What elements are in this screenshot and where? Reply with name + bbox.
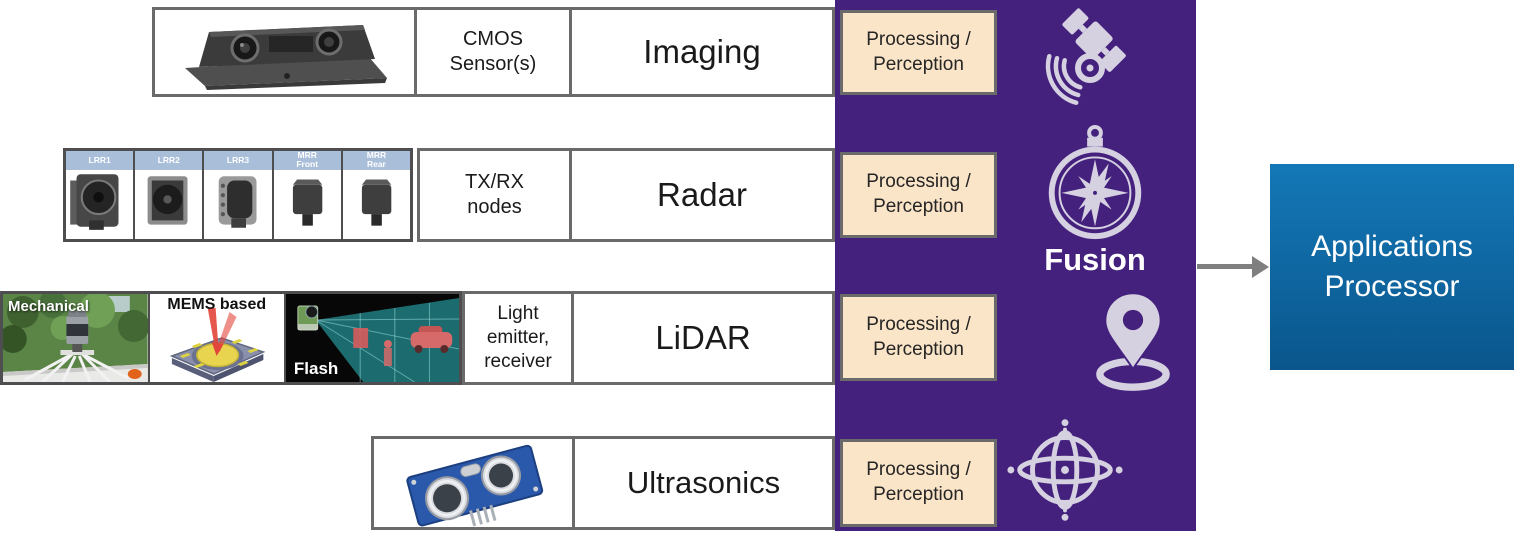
location-pin-icon [1096,292,1170,391]
radar-module-lrr3: LRR3 [204,151,274,239]
imaging-sensor-image [152,7,417,97]
lidar-flash-image: Flash [285,294,460,382]
radar-processing-box: Processing / Perception [840,152,997,238]
mems-lidar-photo [149,294,284,382]
radar-module-lrr1-image [70,173,119,230]
imaging-label: Imaging [569,7,835,97]
radar-module-mrr-front-image [292,179,322,226]
radar-module-mrr-rear: MRR Rear [342,150,411,239]
radar-module-label: LRR2 [135,151,203,170]
mems-label: MEMS based [167,296,267,313]
radar-module-mrr-front: MRR Front [273,150,343,239]
mechanical-lidar-photo [3,294,148,382]
radar-module-label: MRR Rear [342,150,411,170]
fusion-output-arrow [1197,264,1254,269]
flash-label: Flash [293,359,339,378]
radar-module-mrr-rear-image [361,179,392,226]
gyroscope-icon [1007,419,1123,521]
radar-module-label: LRR3 [204,151,272,170]
lidar-descriptor: Light emitter, receiver [462,291,574,385]
compass-icon [1048,124,1142,240]
lidar-processing-box: Processing / Perception [840,294,997,381]
ultrasonics-processing-box: Processing / Perception [840,439,997,527]
radar-module-lrr3-image [219,176,257,228]
flash-lidar-photo [285,294,460,382]
ultrasonics-label: Ultrasonics [572,436,835,530]
lidar-sensor-images: Mechanical [0,291,462,385]
radar-module-lrr1: LRR1 [66,151,136,239]
radar-module-label: LRR1 [66,151,134,170]
fusion-output-arrowhead-icon [1252,256,1269,278]
radar-module-lrr2-image [147,176,188,225]
applications-processor-box: Applications Processor [1270,164,1514,370]
radar-label: Radar [569,148,835,242]
lidar-mechanical-image: Mechanical [3,294,148,382]
radar-descriptor: TX/RX nodes [417,148,572,242]
mechanical-label: Mechanical [8,298,89,315]
stereo-camera-image [185,25,387,90]
fusion-label: Fusion [1044,242,1146,277]
radar-module-lrr2: LRR2 [135,151,205,239]
imaging-processing-box: Processing / Perception [840,10,997,95]
ultrasonic-module-photo [406,444,544,527]
lidar-mems-image: MEMS based [147,294,286,382]
radar-module-label: MRR Front [273,150,341,170]
ultrasonic-sensor-image [371,436,575,530]
radar-sensor-images: LRR1 LRR2 [63,148,413,242]
satellite-icon [1045,8,1126,105]
lidar-label: LiDAR [571,291,835,385]
imaging-descriptor: CMOS Sensor(s) [414,7,572,97]
